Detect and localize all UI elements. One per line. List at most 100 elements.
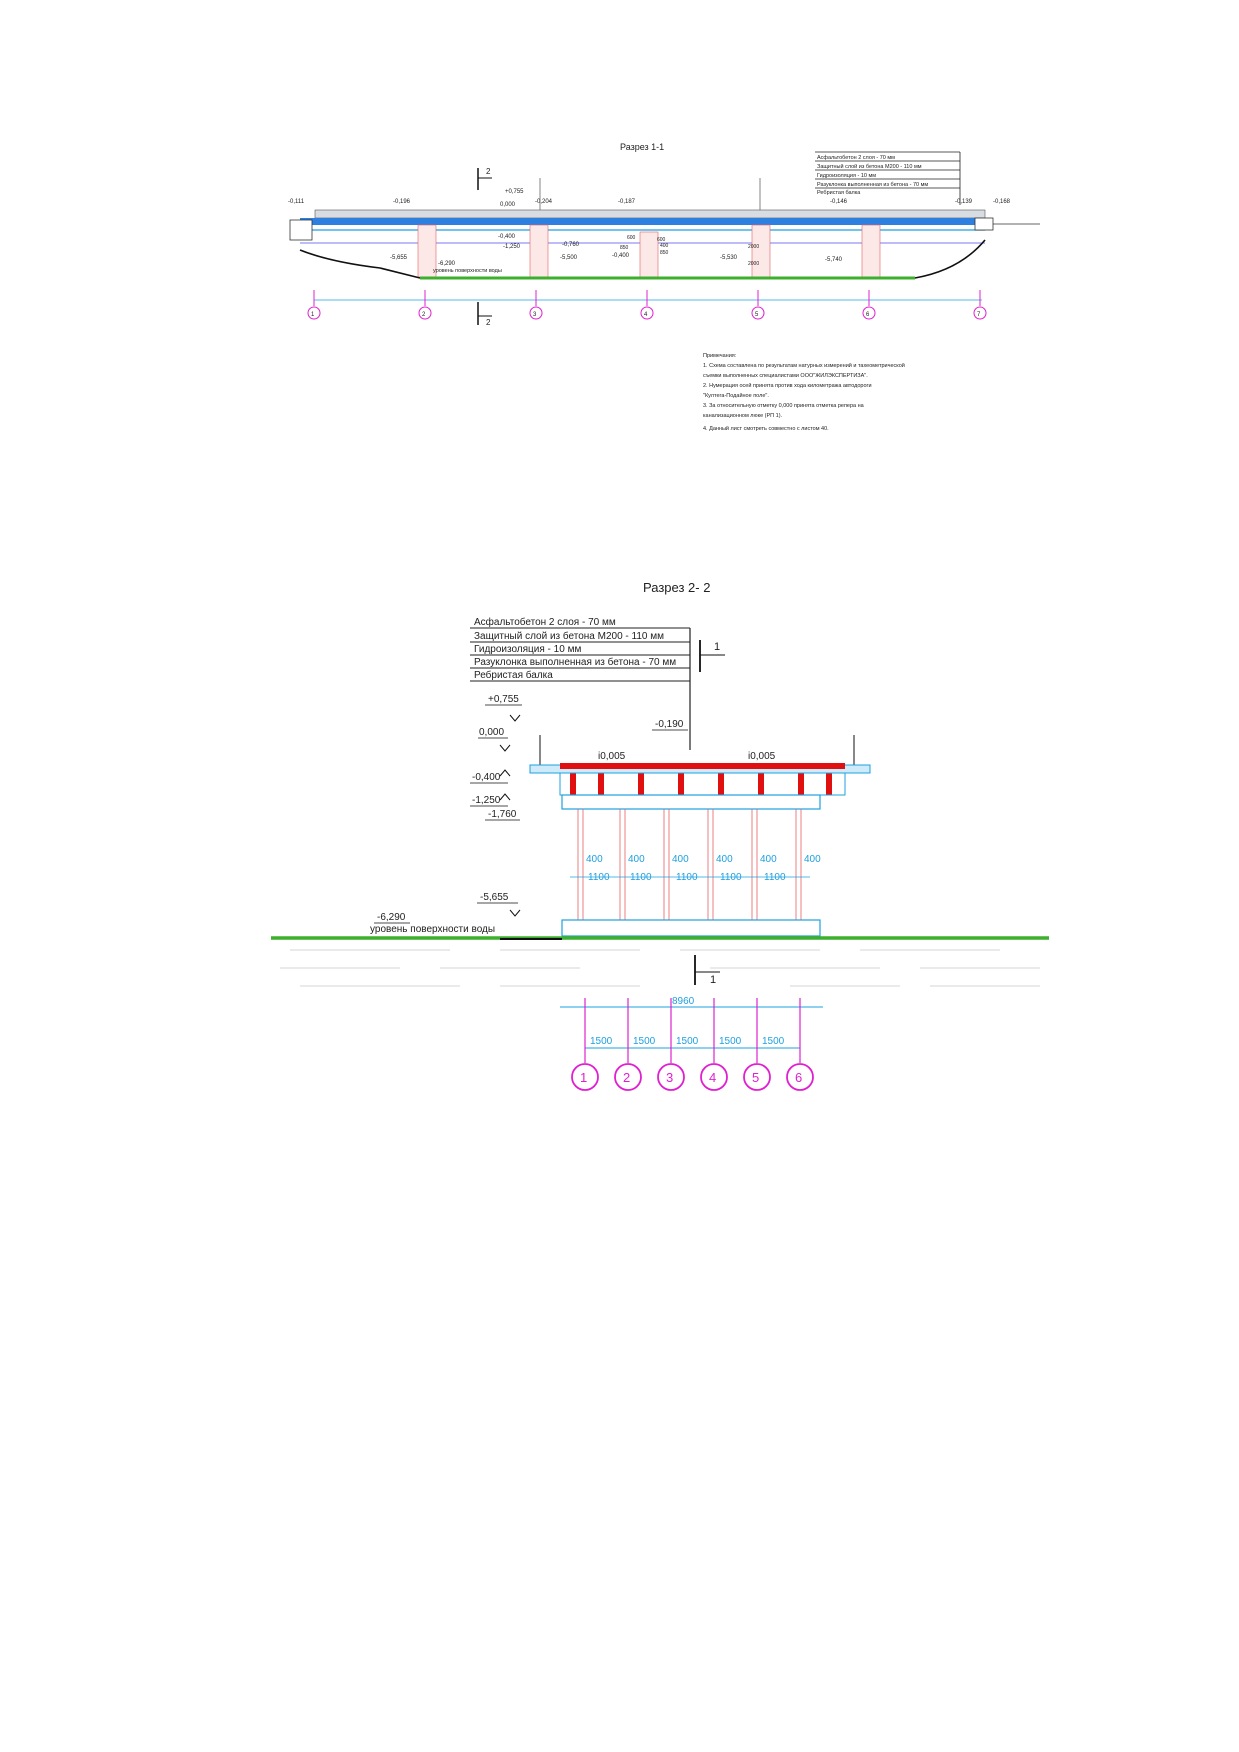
slope-left: i0,005 [598,751,626,762]
red-rib [758,773,764,795]
dim-s-2: 850 [620,245,629,251]
red-rib [638,773,644,795]
abutment-right [974,217,994,231]
axis-2-3: 3 [666,1070,673,1085]
cut-mark-2-top: 2 [477,167,492,190]
elev-1: -0,111 [288,199,305,205]
dim-s-6: 2000 [748,244,759,250]
axis-1-6: 6 [866,312,870,318]
elev-beam-bottom: -0,400 [472,772,501,783]
piles-section-2 [577,809,802,920]
layer-1-4: Разуклонка выполненная из бетона - 70 мм [817,182,928,188]
spacing-4: 1500 [719,1036,742,1047]
section-2-axes: 1500 1500 1500 1500 1500 1 2 3 4 5 6 [571,998,814,1091]
dim-s-5: 850 [660,250,669,256]
elev-cap-bottom: -1,760 [488,809,517,820]
notes-heading: Примечания: [703,353,737,359]
section-1-piers [417,224,881,278]
ground-profile-left [299,249,421,279]
red-rib [678,773,684,795]
red-rib [570,773,576,795]
pile-dim-top-6: 400 [804,854,821,865]
elev-12: -1,250 [503,244,521,250]
axis-2-6: 6 [795,1070,802,1085]
deck-railing [314,209,986,219]
spacing-5: 1500 [762,1036,785,1047]
section-2-2: Разрез 2- 2 Асфальтобетон 2 слоя - 70 мм… [271,580,1049,1091]
axis-2-4: 4 [709,1070,716,1085]
red-rib [826,773,832,795]
elev-top: +0,755 [488,694,519,705]
axis-1-4: 4 [644,312,648,318]
layer-2-2: Защитный слой из бетона М200 - 110 мм [474,630,664,642]
pile-dim-top-4: 400 [716,854,733,865]
axis-circle-2 [614,1063,642,1091]
layer-2-1: Асфальтобетон 2 слоя - 70 мм [474,616,616,628]
red-rib [798,773,804,795]
axis-2-5: 5 [752,1070,759,1085]
cut-mark-2-bottom: 2 [477,302,492,327]
cap-beam [561,794,821,810]
axis-1-7: 7 [977,312,981,318]
elev-4: 0,000 [500,202,516,208]
axis-2-1: 1 [580,1070,587,1085]
pile-dim-top-1: 400 [586,854,603,865]
bridge-deck-section-2: i0,005 i0,005 [529,735,871,810]
axis-1-1: 1 [311,312,315,318]
note-line-2: съемки выполненных специалистами ООО"ЖИЛ… [703,373,868,379]
note-line-1: 1. Схема составлена по результатам натур… [703,362,905,369]
dim-s-3: 600 [657,237,666,243]
total-dim-label: 8960 [672,996,695,1007]
elev-18: -6,290 [438,261,456,267]
section-1-elevations: -0,111 -0,196 +0,755 0,000 -0,204 -0,187… [288,189,1011,267]
elev-zero: 0,000 [479,727,504,738]
pile-dim-bot-2: 1100 [630,872,652,883]
ground-hatch [280,949,1040,987]
section-2-elevations: +0,755 0,000 -0,190 -0,400 -1,250 -1,760… [374,694,688,924]
axis-circle-4 [700,1063,728,1091]
axis-circle-1 [571,1063,599,1091]
elev-3: +0,755 [505,189,524,195]
elev-foot-top: -5,655 [480,892,509,903]
elev-9: -0,168 [993,199,1011,205]
elev-deck: -0,190 [655,719,684,730]
spacing-2: 1500 [633,1036,656,1047]
elev-16: -5,530 [720,255,738,261]
layer-2-5: Ребристая балка [474,669,553,681]
pile-dim-top-3: 400 [672,854,689,865]
note-line-5: 3. За относительную отметку 0,000 принят… [703,403,865,409]
note-line-3: 2. Нумерация осей принята против хода ки… [703,382,872,389]
elev-15: -0,400 [612,253,630,259]
total-dimension: 8960 [560,996,823,1049]
cut-mark-1-top: 1 [699,640,725,672]
water-label-2: уровень поверхности воды [370,924,495,935]
layer-2-4: Разуклонка выполненная из бетона - 70 мм [474,656,676,668]
section-2-layer-legend: Асфальтобетон 2 слоя - 70 мм Защитный сл… [470,616,691,750]
axis-circle-3 [657,1063,685,1091]
section-1-1: Разрез 1-1 Асфальтобетон 2 слоя - 70 мм … [288,142,1040,327]
note-line-6: канализационном люке (РП 1). [703,413,783,419]
elev-13: -5,655 [390,255,408,261]
elev-water: -6,290 [377,912,406,923]
pile-dim-bot-3: 1100 [676,872,698,883]
elev-8: -0,139 [955,199,973,205]
axis-circle-6 [786,1063,814,1091]
layer-2-3: Гидроизоляция - 10 мм [474,644,581,655]
elev-14: -5,500 [560,255,578,261]
axis-2-2: 2 [623,1070,630,1085]
note-line-7: 4. Данный лист смотреть совместно с лист… [703,425,829,432]
red-rib [718,773,724,795]
cut-mark-2-bottom-label: 2 [486,318,491,327]
section-1-layer-legend: Асфальтобетон 2 слоя - 70 мм Защитный сл… [815,151,961,205]
elev-2: -0,196 [393,199,411,205]
notes-block: Примечания: 1. Схема составлена по резул… [703,353,905,432]
section-2-title: Разрез 2- 2 [643,580,710,595]
axis-1-5: 5 [755,312,759,318]
layer-1-3: Гидроизоляция - 10 мм [817,173,876,179]
red-rib [598,773,604,795]
pile-dim-top-5: 400 [760,854,777,865]
elev-7: -0,146 [830,199,848,205]
pile-footing [561,919,821,937]
cut-mark-1-top-label: 1 [714,641,720,653]
